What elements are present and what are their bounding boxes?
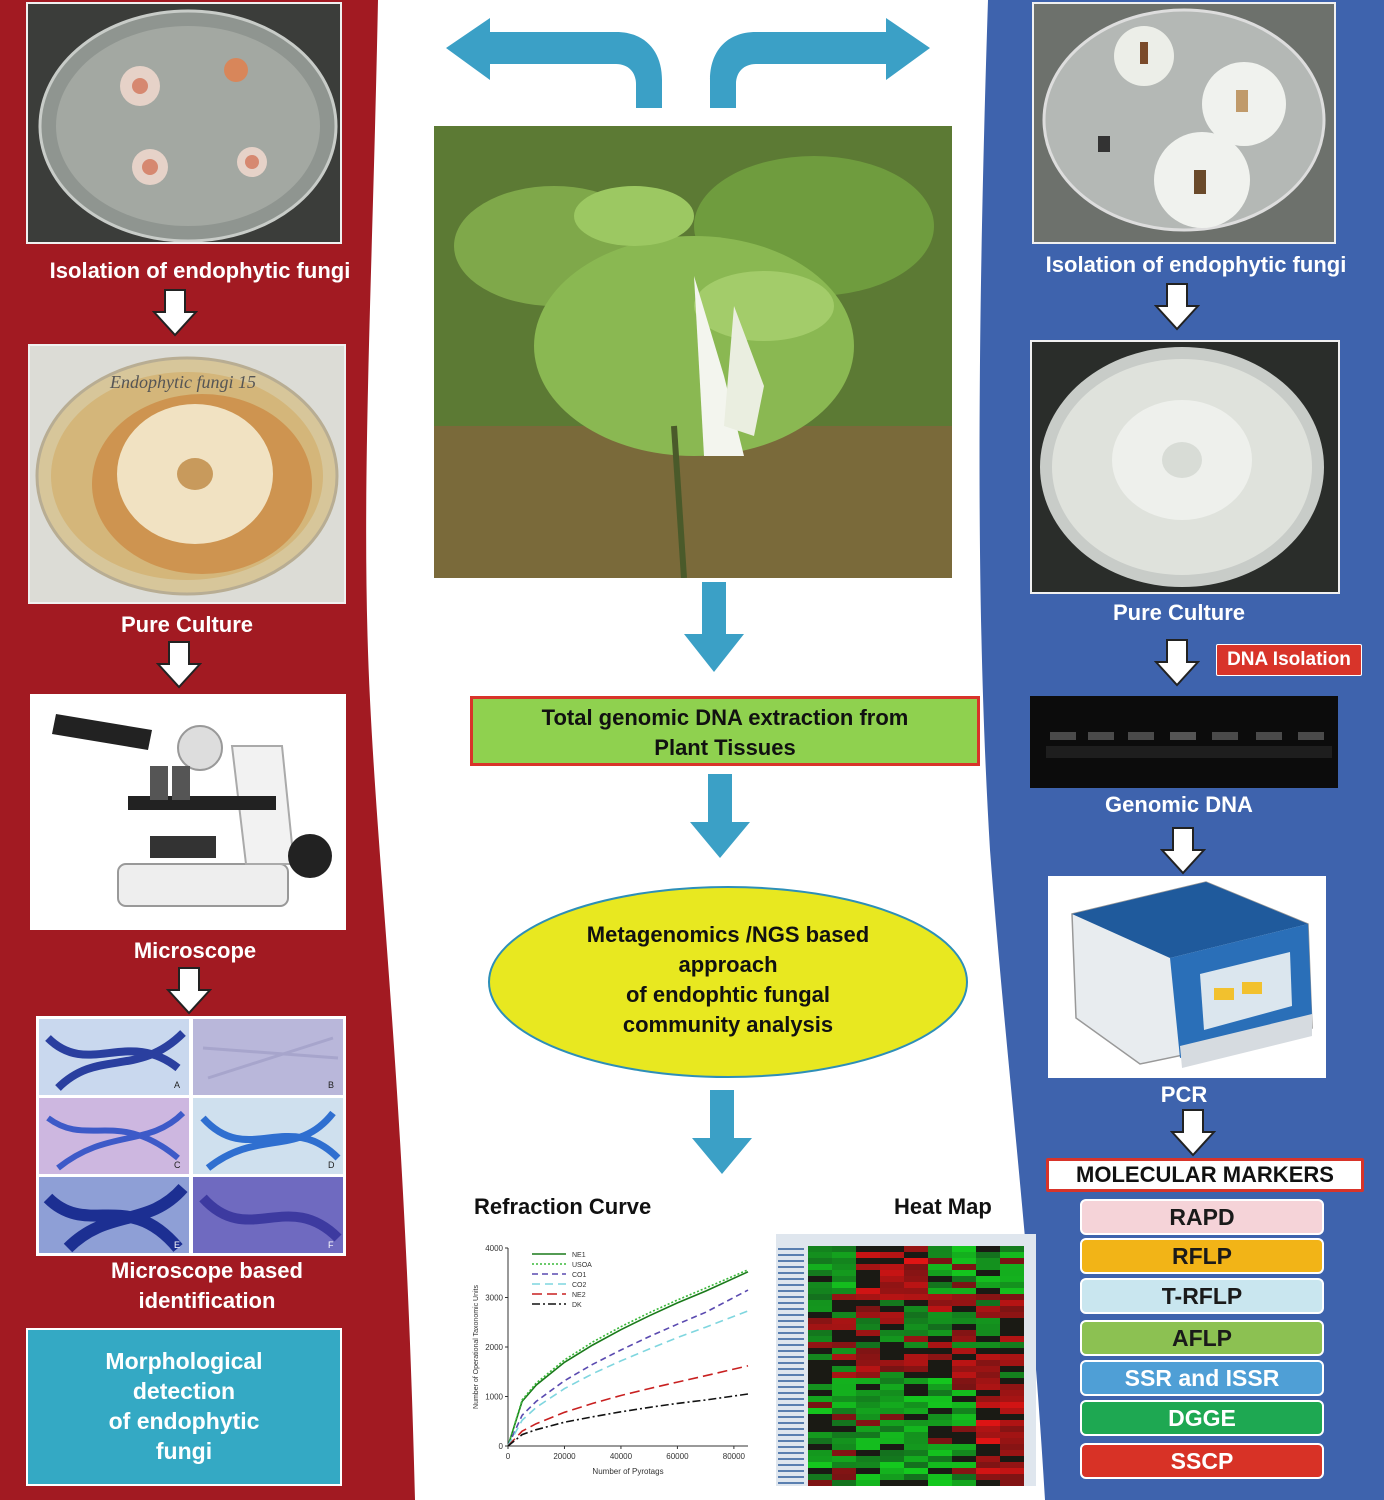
down-arrow-icon — [1154, 283, 1200, 331]
marker-aflp: AFLP — [1080, 1320, 1324, 1356]
panel-letter-d: D — [328, 1160, 335, 1170]
right-step2-label: Pure Culture — [1112, 600, 1246, 625]
y-tick-label: 3000 — [485, 1294, 503, 1303]
refraction-curve-title: Refraction Curve — [474, 1194, 652, 1219]
x-tick-label: 80000 — [723, 1452, 746, 1461]
summary-line1: Morphological — [105, 1348, 263, 1374]
ellipse-line2: approach — [678, 952, 778, 977]
summary-line2: detection — [132, 1378, 236, 1404]
pure-culture-photo-left: Endophytic fungi 15 — [28, 344, 346, 604]
panel-letter-e: E — [174, 1240, 181, 1250]
left-step1-label: Isolation of endophytic fungi — [49, 258, 351, 283]
marker-rapd: RAPD — [1080, 1199, 1324, 1235]
ellipse-line3: of endophtic fungal — [625, 982, 831, 1007]
series-line-usoa — [507, 1269, 749, 1447]
down-arrow-icon — [156, 641, 202, 689]
hyphae-micrograph-grid: A B C D E F — [36, 1016, 346, 1256]
x-tick-label: 40000 — [610, 1452, 633, 1461]
pure-culture-photo-right — [1030, 340, 1340, 594]
petri-dish-photo-right — [1032, 2, 1336, 244]
y-tick-label: 2000 — [485, 1343, 503, 1352]
x-tick-label: 60000 — [666, 1452, 689, 1461]
series-line-ne2 — [507, 1365, 749, 1447]
svg-text:Endophytic fungi 15: Endophytic fungi 15 — [109, 372, 256, 392]
plant-photo — [434, 126, 952, 578]
y-tick-label: 1000 — [485, 1393, 503, 1402]
down-arrow-icon — [166, 967, 212, 1015]
microscope-photo — [30, 694, 346, 930]
legend-label-dk: DK — [572, 1302, 582, 1309]
panel-letter-a: A — [174, 1080, 181, 1090]
marker-t-rflp: T-RFLP — [1080, 1278, 1324, 1314]
dna-isolation-badge: DNA Isolation — [1216, 644, 1362, 676]
left-step4-label-line2: identification — [138, 1288, 276, 1313]
x-axis-label: Number of Pyrotags — [592, 1467, 663, 1476]
marker-dgge: DGGE — [1080, 1400, 1324, 1436]
series-line-co1 — [507, 1289, 749, 1447]
panel-letter-f: F — [328, 1240, 334, 1250]
summary-line3: of endophytic — [108, 1408, 260, 1434]
down-arrow-icon — [1154, 639, 1200, 687]
y-axis-label: Number of Operational Taxonomic Units — [473, 1285, 480, 1409]
down-arrow-blue-icon — [692, 1090, 752, 1174]
down-arrow-blue-icon — [690, 774, 750, 858]
gel-electrophoresis-photo — [1030, 696, 1338, 788]
heat-map-image — [776, 1234, 1036, 1486]
panel-letter-c: C — [174, 1160, 181, 1170]
heat-map-title: Heat Map — [894, 1194, 992, 1219]
split-arrows-icon — [446, 18, 930, 108]
pcr-machine-photo — [1048, 876, 1326, 1078]
left-step2-label: Pure Culture — [120, 612, 254, 637]
legend-label-ne1: NE1 — [572, 1252, 586, 1259]
ellipse-line4: community analysis — [622, 1012, 834, 1037]
marker-ssr-and-issr: SSR and ISSR — [1080, 1360, 1324, 1396]
dna-extraction-box: Total genomic DNA extraction from Plant … — [470, 696, 980, 766]
marker-sscp: SSCP — [1080, 1443, 1324, 1479]
series-line-co2 — [507, 1310, 749, 1447]
legend-label-ne2: NE2 — [572, 1292, 586, 1299]
marker-rflp: RFLP — [1080, 1238, 1324, 1274]
molecular-markers-title: MOLECULAR MARKERS — [1046, 1158, 1364, 1192]
y-tick-label: 4000 — [485, 1244, 503, 1253]
down-arrow-icon — [1170, 1109, 1216, 1157]
x-tick-label: 0 — [506, 1452, 511, 1461]
y-tick-label: 0 — [499, 1442, 504, 1451]
morphological-summary-box: Morphological detection of endophytic fu… — [26, 1328, 342, 1486]
down-arrow-icon — [1160, 827, 1206, 875]
dna-box-line2: Plant Tissues — [654, 735, 796, 760]
down-arrow-blue-icon — [684, 582, 744, 672]
metagenomics-ellipse: Metagenomics /NGS based approach of endo… — [486, 884, 970, 1080]
right-step3-label: Genomic DNA — [1105, 792, 1253, 817]
legend-label-co2: CO2 — [572, 1282, 587, 1289]
right-step4-label: PCR — [1160, 1082, 1208, 1107]
panel-letter-b: B — [328, 1080, 335, 1090]
x-tick-label: 20000 — [553, 1452, 576, 1461]
legend-label-usoa: USOA — [572, 1262, 592, 1269]
dna-box-line1: Total genomic DNA extraction from — [541, 705, 909, 730]
petri-dish-photo-left — [26, 2, 342, 244]
legend-label-co1: CO1 — [572, 1272, 587, 1279]
left-step3-label: Microscope — [133, 938, 257, 963]
series-line-ne1 — [507, 1271, 749, 1447]
down-arrow-icon — [152, 289, 198, 337]
summary-line4: fungi — [155, 1438, 213, 1464]
ellipse-line1: Metagenomics /NGS based — [586, 922, 870, 947]
left-step4-label-line1: Microscope based — [111, 1258, 303, 1283]
right-step1-label: Isolation of endophytic fungi — [1045, 252, 1347, 277]
